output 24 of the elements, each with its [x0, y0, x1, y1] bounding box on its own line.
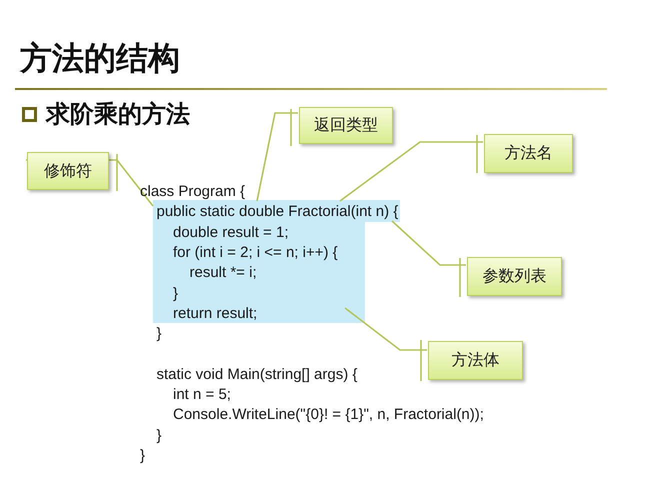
code-line: }: [140, 446, 146, 465]
code-line: double result = 1;: [173, 224, 288, 242]
code-line: }: [173, 284, 178, 302]
slide-title: 方法的结构: [20, 38, 180, 78]
code-line: public static double Fractorial(int n) {: [156, 203, 398, 222]
code-line: }: [156, 325, 162, 344]
code-line: Console.WriteLine("{0}! = {1}", n, Fractorial(n));: [173, 406, 484, 424]
callout-box: 修饰符: [27, 152, 109, 190]
leader-line: [344, 307, 428, 382]
code-line: for (int i = 2; i <= n; i++) {: [173, 244, 338, 262]
code-line: result *= i;: [190, 264, 257, 282]
code-line: return result;: [173, 304, 258, 323]
code-highlight: [153, 200, 400, 323]
leader-line: [391, 220, 467, 298]
code-line: int n = 5;: [173, 386, 231, 404]
bullet-heading: 求阶乘的方法: [46, 99, 190, 130]
code-line: }: [156, 426, 162, 445]
leader-line: [339, 134, 484, 202]
code-line: static void Main(string[] args) {: [156, 366, 358, 384]
callout-box: 参数列表: [467, 257, 562, 296]
callout-box: 方法名: [484, 134, 573, 173]
leader-line: [256, 108, 299, 202]
callout-box: 返回类型: [299, 107, 393, 144]
callout-box: 方法体: [428, 341, 523, 380]
